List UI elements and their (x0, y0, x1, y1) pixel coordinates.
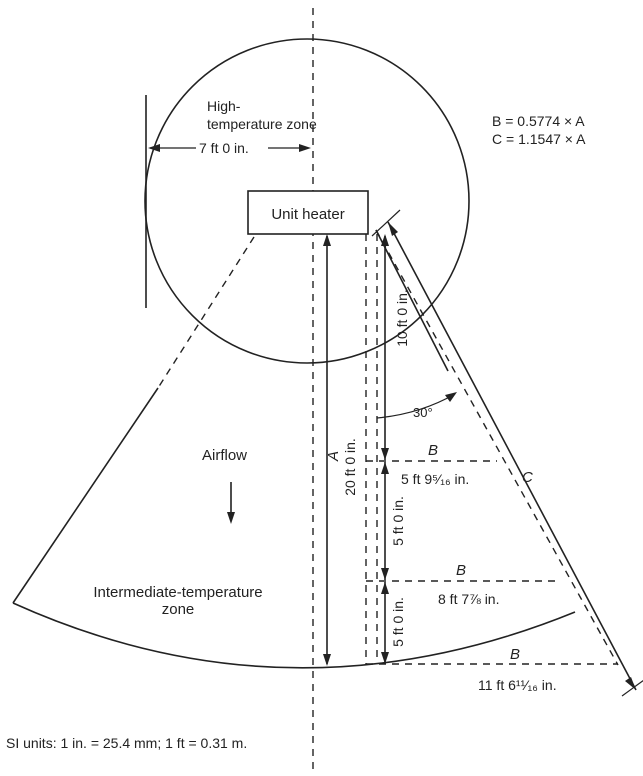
seven-ft-arrow-right (299, 144, 311, 152)
c-letter-label: C (522, 469, 533, 486)
c-top-tick (371, 209, 401, 237)
b2-value-label: 8 ft 7⅞ in. (438, 591, 499, 607)
formula-b: B = 0.5774 × A (492, 113, 585, 129)
seven-ft-arrow-left (148, 144, 160, 152)
high-temp-label-line2: temperature zone (207, 116, 317, 132)
angle-label: 30° (413, 405, 433, 420)
ten-ft-arrow-bottom (381, 448, 389, 460)
five-ft-label-1: 5 ft 0 in. (390, 496, 406, 546)
right-cone-boundary (375, 229, 449, 372)
high-temp-label-line1: High- (207, 98, 241, 114)
c-dimension-line (387, 221, 637, 691)
c-arrow-top (388, 222, 398, 236)
intermediate-label-line2: zone (162, 601, 195, 618)
left-cone-boundary (12, 387, 159, 604)
c-arrow-bottom (625, 677, 636, 690)
airflow-label: Airflow (202, 447, 247, 464)
b3-letter-label: B (510, 646, 520, 663)
a-arrow-top (323, 234, 331, 246)
intermediate-label-line1: Intermediate-temperature (93, 584, 262, 601)
high-temperature-zone-circle (144, 38, 470, 364)
unit-heater-label: Unit heater (271, 206, 344, 223)
ten-ft-label: 10 ft 0 in. (394, 289, 410, 347)
b3-value-label: 11 ft 6¹¹⁄₁₆ in. (478, 677, 557, 693)
angle-arrow (445, 392, 457, 402)
formula-c: C = 1.1547 × A (492, 131, 586, 147)
left-throw-dashed-line (157, 236, 255, 389)
b1-letter-label: B (428, 442, 438, 459)
twenty-ft-label: 20 ft 0 in. (342, 438, 358, 496)
unit-heater-box (247, 190, 369, 235)
b2-letter-label: B (456, 562, 466, 579)
right-throw-dashed-line (375, 229, 619, 666)
five-ft-label-2: 5 ft 0 in. (390, 597, 406, 647)
si-units-note: SI units: 1 in. = 25.4 mm; 1 ft = 0.31 m… (6, 735, 247, 751)
seven-ft-label: 7 ft 0 in. (199, 140, 249, 156)
ten-ft-arrow-top (381, 234, 389, 246)
five-ft-2-arrow-bottom (381, 652, 389, 664)
a-letter-label: A (325, 451, 342, 462)
five-ft-1-arrow-top (381, 462, 389, 474)
five-ft-1-arrow-bottom (381, 568, 389, 580)
five-ft-2-arrow-top (381, 582, 389, 594)
c-bottom-tick (621, 679, 643, 697)
airflow-arrow-head (227, 512, 235, 524)
b1-value-label: 5 ft 9⁵⁄₁₆ in. (401, 471, 469, 487)
a-arrow-bottom (323, 654, 331, 666)
cone-bottom-arc (12, 602, 576, 669)
